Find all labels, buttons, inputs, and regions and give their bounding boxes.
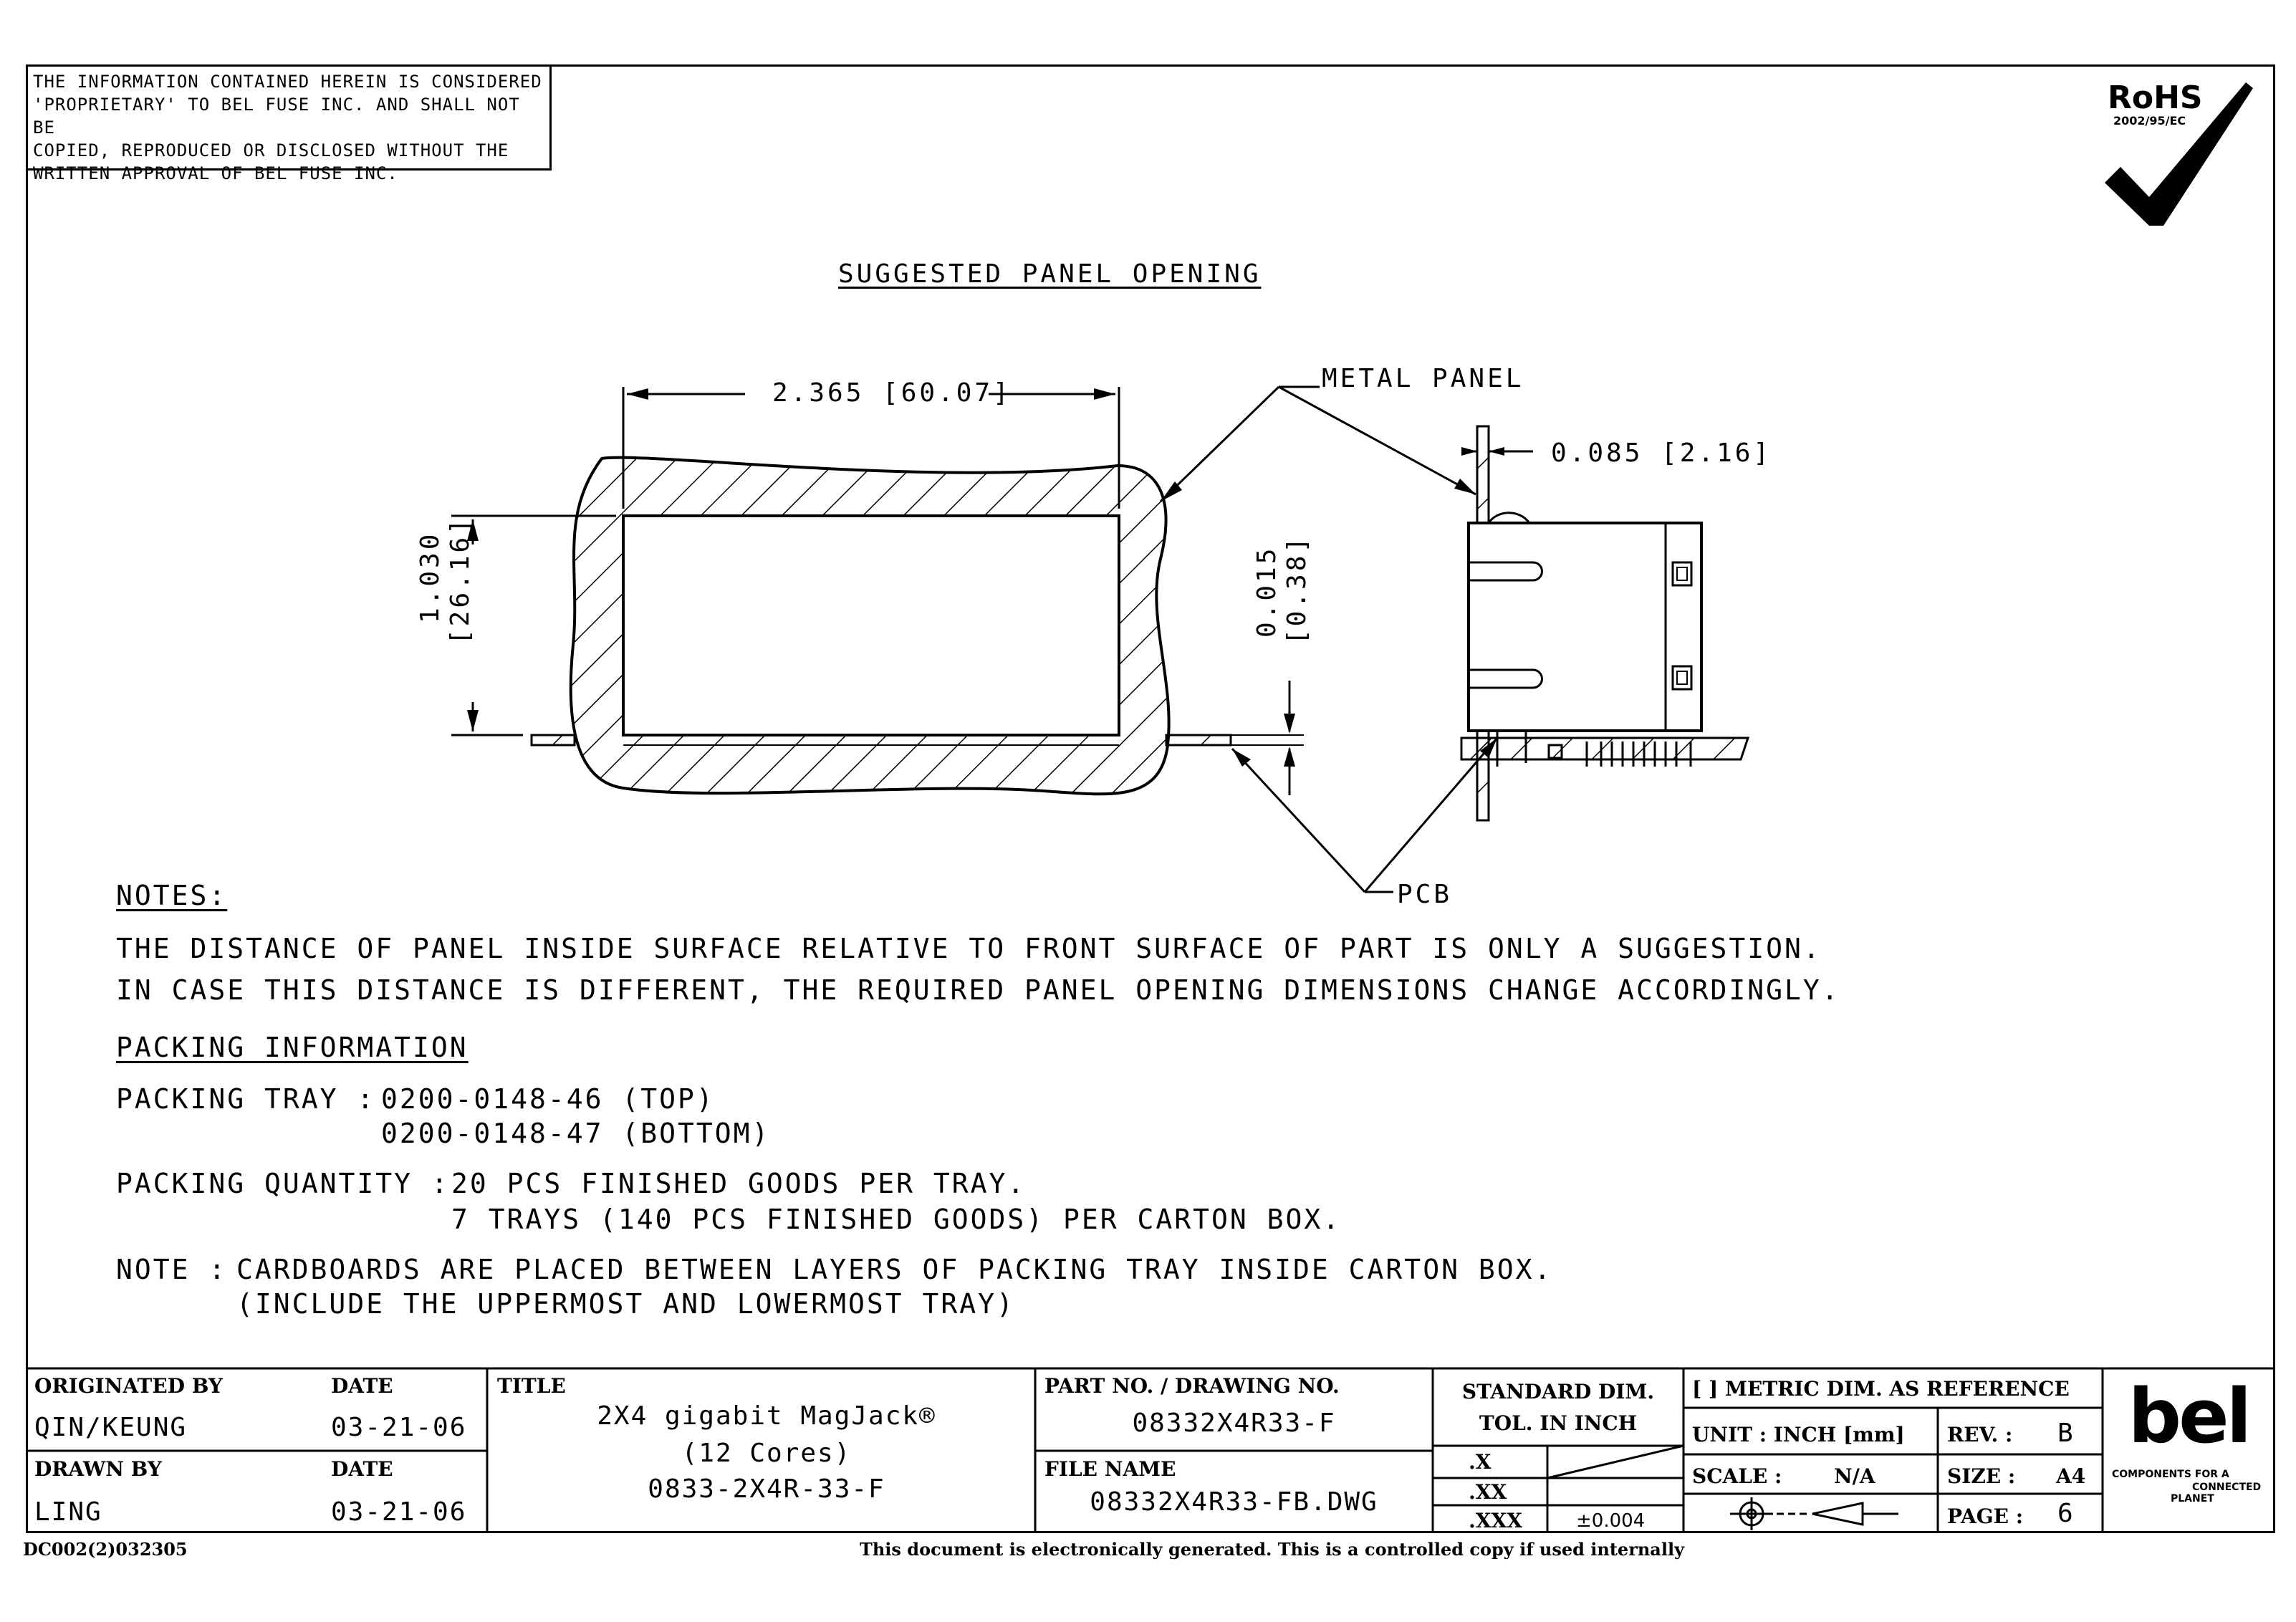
metal-panel-label: METAL PANEL: [1322, 364, 1524, 393]
drawn-by-label: DRAWN BY: [34, 1457, 162, 1481]
height-dimension-in: 1.030: [416, 531, 445, 623]
tol-xxx: .XXX: [1469, 1509, 1522, 1532]
originated-date: 03-21-06: [331, 1413, 467, 1442]
tol-xx: .XX: [1469, 1480, 1507, 1504]
tol-xxx-value: ±0.004: [1576, 1510, 1646, 1532]
scale-value: N/A: [1834, 1464, 1875, 1488]
height-dimension-mm: [26.16]: [446, 516, 475, 645]
drawing-heading: SUGGESTED PANEL OPENING: [838, 259, 1262, 289]
part-no: 08332X4R33-F: [1132, 1409, 1336, 1438]
packing-qty-line: 20 PCS FINISHED GOODS PER TRAY.: [451, 1168, 1027, 1199]
bel-logo: bel COMPONENTS FOR A CONNECTED PLANET: [2106, 1373, 2271, 1526]
drawn-date: 03-21-06: [331, 1497, 467, 1527]
packing-qty-label: PACKING QUANTITY :: [116, 1168, 450, 1199]
packing-tray-top: 0200-0148-46 (TOP): [381, 1083, 715, 1115]
pcb-label: PCB: [1397, 880, 1453, 909]
title-line: 0833-2X4R-33-F: [648, 1474, 885, 1504]
connector-side-view: [1467, 522, 1703, 732]
std-dim-label: STANDARD DIM.: [1461, 1380, 1655, 1403]
bel-logo-text: bel: [2128, 1373, 2252, 1460]
tol-label: TOL. IN INCH: [1479, 1411, 1638, 1435]
width-dimension: 2.365 [60.07]: [772, 378, 1012, 408]
packing-tray-bottom: 0200-0148-47 (BOTTOM): [381, 1118, 771, 1149]
packing-qty-line: 7 TRAYS (140 PCS FINISHED GOODS) PER CAR…: [451, 1204, 1342, 1235]
proprietary-line: THE INFORMATION CONTAINED HEREIN IS CONS…: [33, 72, 542, 92]
size-value: A4: [2056, 1464, 2086, 1488]
scale-label: SCALE :: [1692, 1464, 1782, 1488]
file-name-label: FILE NAME: [1044, 1457, 1176, 1481]
page-label: PAGE :: [1947, 1505, 2024, 1528]
pcb-right: [1165, 734, 1232, 747]
proprietary-line: WRITTEN APPROVAL OF BEL FUSE INC.: [33, 163, 398, 183]
title-block-grid: [26, 1367, 2275, 1533]
checkmark-icon: [2105, 82, 2253, 226]
tol-x: .X: [1469, 1450, 1492, 1474]
title-line: (12 Cores): [681, 1439, 852, 1468]
doc-code: DC002(2)032305: [23, 1539, 188, 1560]
originated-by: QIN/KEUNG: [34, 1413, 188, 1442]
packing-note-label: NOTE :: [116, 1254, 228, 1285]
packing-tray-label: PACKING TRAY :: [116, 1083, 376, 1115]
drawing-frame: [26, 64, 2275, 1533]
packing-note-line: CARDBOARDS ARE PLACED BETWEEN LAYERS OF …: [236, 1254, 1553, 1285]
packing-note-line: (INCLUDE THE UPPERMOST AND LOWERMOST TRA…: [236, 1288, 1015, 1320]
page-value: 6: [2057, 1499, 2075, 1528]
rohs-directive: 2002/95/EC: [2113, 114, 2186, 128]
projection-symbol-icon: [1730, 1497, 1898, 1530]
rohs-logo: RoHS 2002/95/EC: [2099, 75, 2257, 233]
panel-thickness-dimension: 0.085 [2.16]: [1551, 438, 1772, 468]
size-label: SIZE :: [1947, 1464, 2016, 1488]
title-label: TITLE: [497, 1374, 566, 1398]
title-line: 2X4 gigabit MagJack®: [597, 1401, 936, 1431]
notes-line: IN CASE THIS DISTANCE IS DIFFERENT, THE …: [116, 974, 1840, 1006]
drawn-by: LING: [34, 1497, 102, 1527]
notes-line: THE DISTANCE OF PANEL INSIDE SURFACE REL…: [116, 933, 1822, 964]
packing-heading: PACKING INFORMATION: [116, 1032, 469, 1063]
part-no-label: PART NO. / DRAWING NO.: [1044, 1374, 1340, 1398]
pcb-side: [1460, 736, 1750, 761]
proprietary-line: COPIED, REPRODUCED OR DISCLOSED WITHOUT …: [33, 140, 509, 160]
rohs-label: RoHS: [2108, 80, 2203, 116]
rev-label: REV. :: [1947, 1423, 2013, 1446]
bel-tagline: COMPONENTS FOR A: [2112, 1469, 2229, 1480]
gap-dimension-in: 0.015: [1252, 545, 1282, 638]
file-name: 08332X4R33-FB.DWG: [1090, 1487, 1378, 1517]
bel-tagline: PLANET: [2171, 1493, 2214, 1505]
notes-heading: NOTES:: [116, 880, 228, 911]
proprietary-line: 'PROPRIETARY' TO BEL FUSE INC. AND SHALL…: [33, 95, 520, 138]
bel-tagline: CONNECTED: [2192, 1482, 2262, 1493]
drawn-date-label: DATE: [331, 1457, 393, 1481]
unit-label: UNIT : INCH [mm]: [1692, 1423, 1905, 1446]
footer-notice: This document is electronically generate…: [860, 1539, 1685, 1560]
rev-value: B: [2057, 1419, 2075, 1448]
originated-by-label: ORIGINATED BY: [34, 1374, 223, 1398]
proprietary-notice: THE INFORMATION CONTAINED HEREIN IS CONS…: [26, 64, 552, 183]
gap-dimension-mm: [0.38]: [1282, 534, 1312, 645]
panel-opening: [622, 514, 1120, 736]
metric-label: [ ] METRIC DIM. AS REFERENCE: [1692, 1377, 2070, 1401]
pcb-left: [530, 734, 576, 747]
originated-date-label: DATE: [331, 1374, 393, 1398]
